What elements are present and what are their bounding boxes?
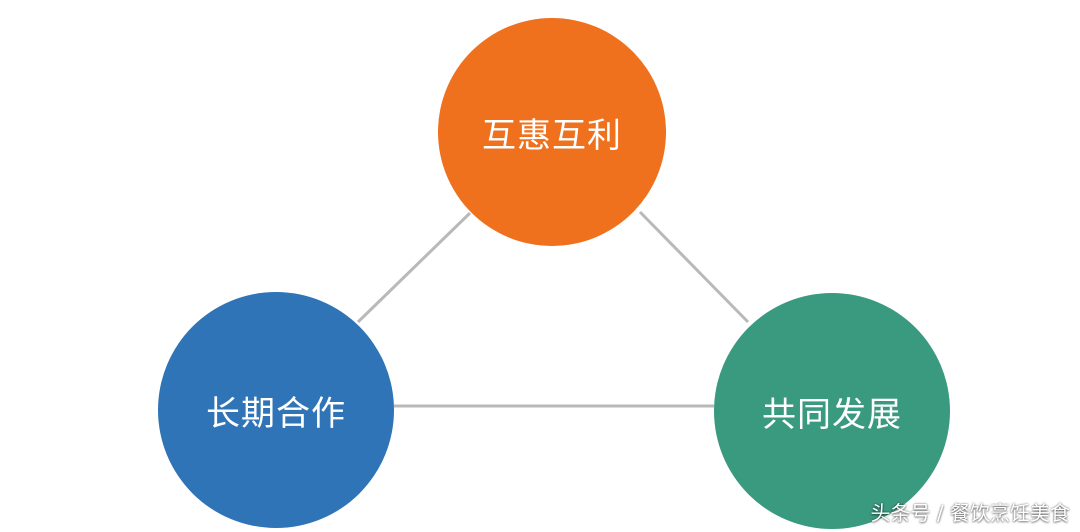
connector-top-right xyxy=(638,210,750,324)
node-mutual-benefit-label: 互惠互利 xyxy=(482,115,622,156)
connector-top-left xyxy=(356,211,472,324)
node-common-development: 共同发展 xyxy=(714,293,950,529)
node-long-term-cooperation: 长期合作 xyxy=(158,292,394,528)
node-long-term-cooperation-label: 长期合作 xyxy=(206,393,346,434)
node-common-development-label: 共同发展 xyxy=(762,394,902,435)
node-mutual-benefit: 互惠互利 xyxy=(438,18,666,246)
watermark-text: 头条号 / 餐饮烹饪美食 xyxy=(870,501,1070,525)
